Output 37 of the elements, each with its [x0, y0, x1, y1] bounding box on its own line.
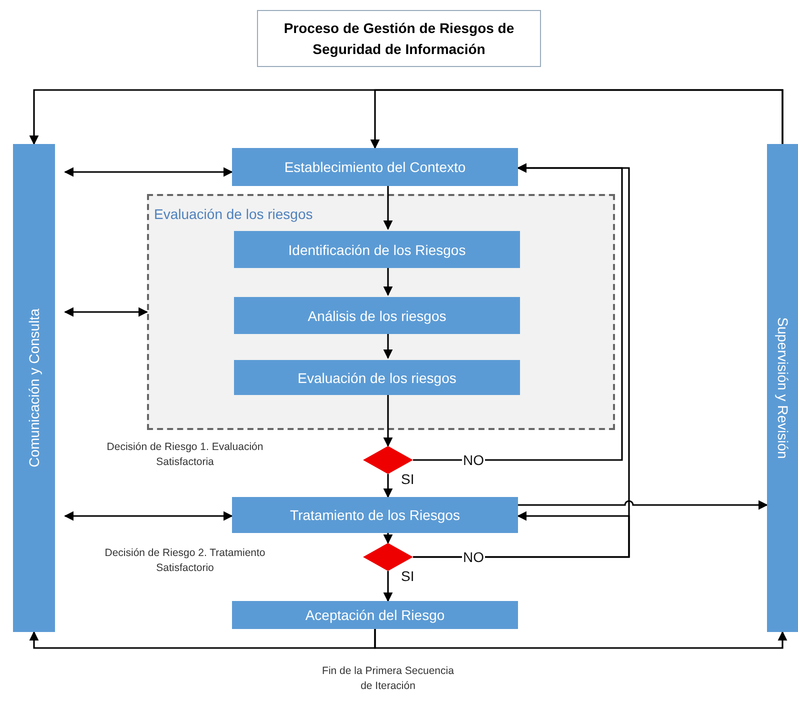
bar-label: Supervisión y Revisión [774, 317, 790, 459]
dashed-group [147, 194, 615, 430]
process-box: Tratamiento de los Riesgos [232, 497, 518, 533]
arrow [383, 266, 393, 296]
arrow [413, 163, 630, 558]
arrow [374, 629, 788, 649]
decision-caption: Decisión de Riesgo 1. Evaluación Satisfactoria [106, 440, 264, 470]
arrow [370, 89, 784, 149]
bar-label: Comunicación y Consulta [26, 308, 42, 468]
title: Proceso de Gestión de Riesgos de Seguridad de Información [257, 10, 541, 67]
decision-diamond [363, 446, 413, 474]
group-heading: Evaluación de los riesgos [154, 206, 313, 222]
arrow [383, 332, 393, 359]
arrow [383, 393, 393, 447]
arrow [64, 307, 148, 317]
process-box: Identificación de los Riesgos [234, 231, 520, 268]
edge-label: NO [462, 453, 485, 467]
arrow [383, 474, 393, 498]
edge-label: NO [462, 550, 485, 564]
note: Fin de la Primera Secuencia de Iteración [321, 664, 455, 694]
process-bar [13, 144, 55, 632]
decision-caption: Decisión de Riesgo 2. Tratamiento Satisfactorio [104, 546, 266, 576]
arrow [518, 500, 768, 510]
edge-label: SI [400, 569, 416, 583]
arrow [383, 186, 393, 230]
process-box: Aceptación del Riesgo [232, 601, 518, 629]
process-box: Análisis de los riesgos [234, 297, 520, 334]
arrow [64, 167, 233, 177]
decision-diamond [363, 543, 413, 571]
arrow [29, 629, 376, 649]
arrow [383, 533, 393, 544]
process-box: Evaluación de los riesgos [234, 360, 520, 395]
arrow [64, 511, 233, 521]
process-bar [767, 144, 798, 632]
process-box: Establecimiento del Contexto [232, 148, 518, 186]
arrow [383, 571, 393, 602]
edge-label: SI [400, 472, 416, 486]
